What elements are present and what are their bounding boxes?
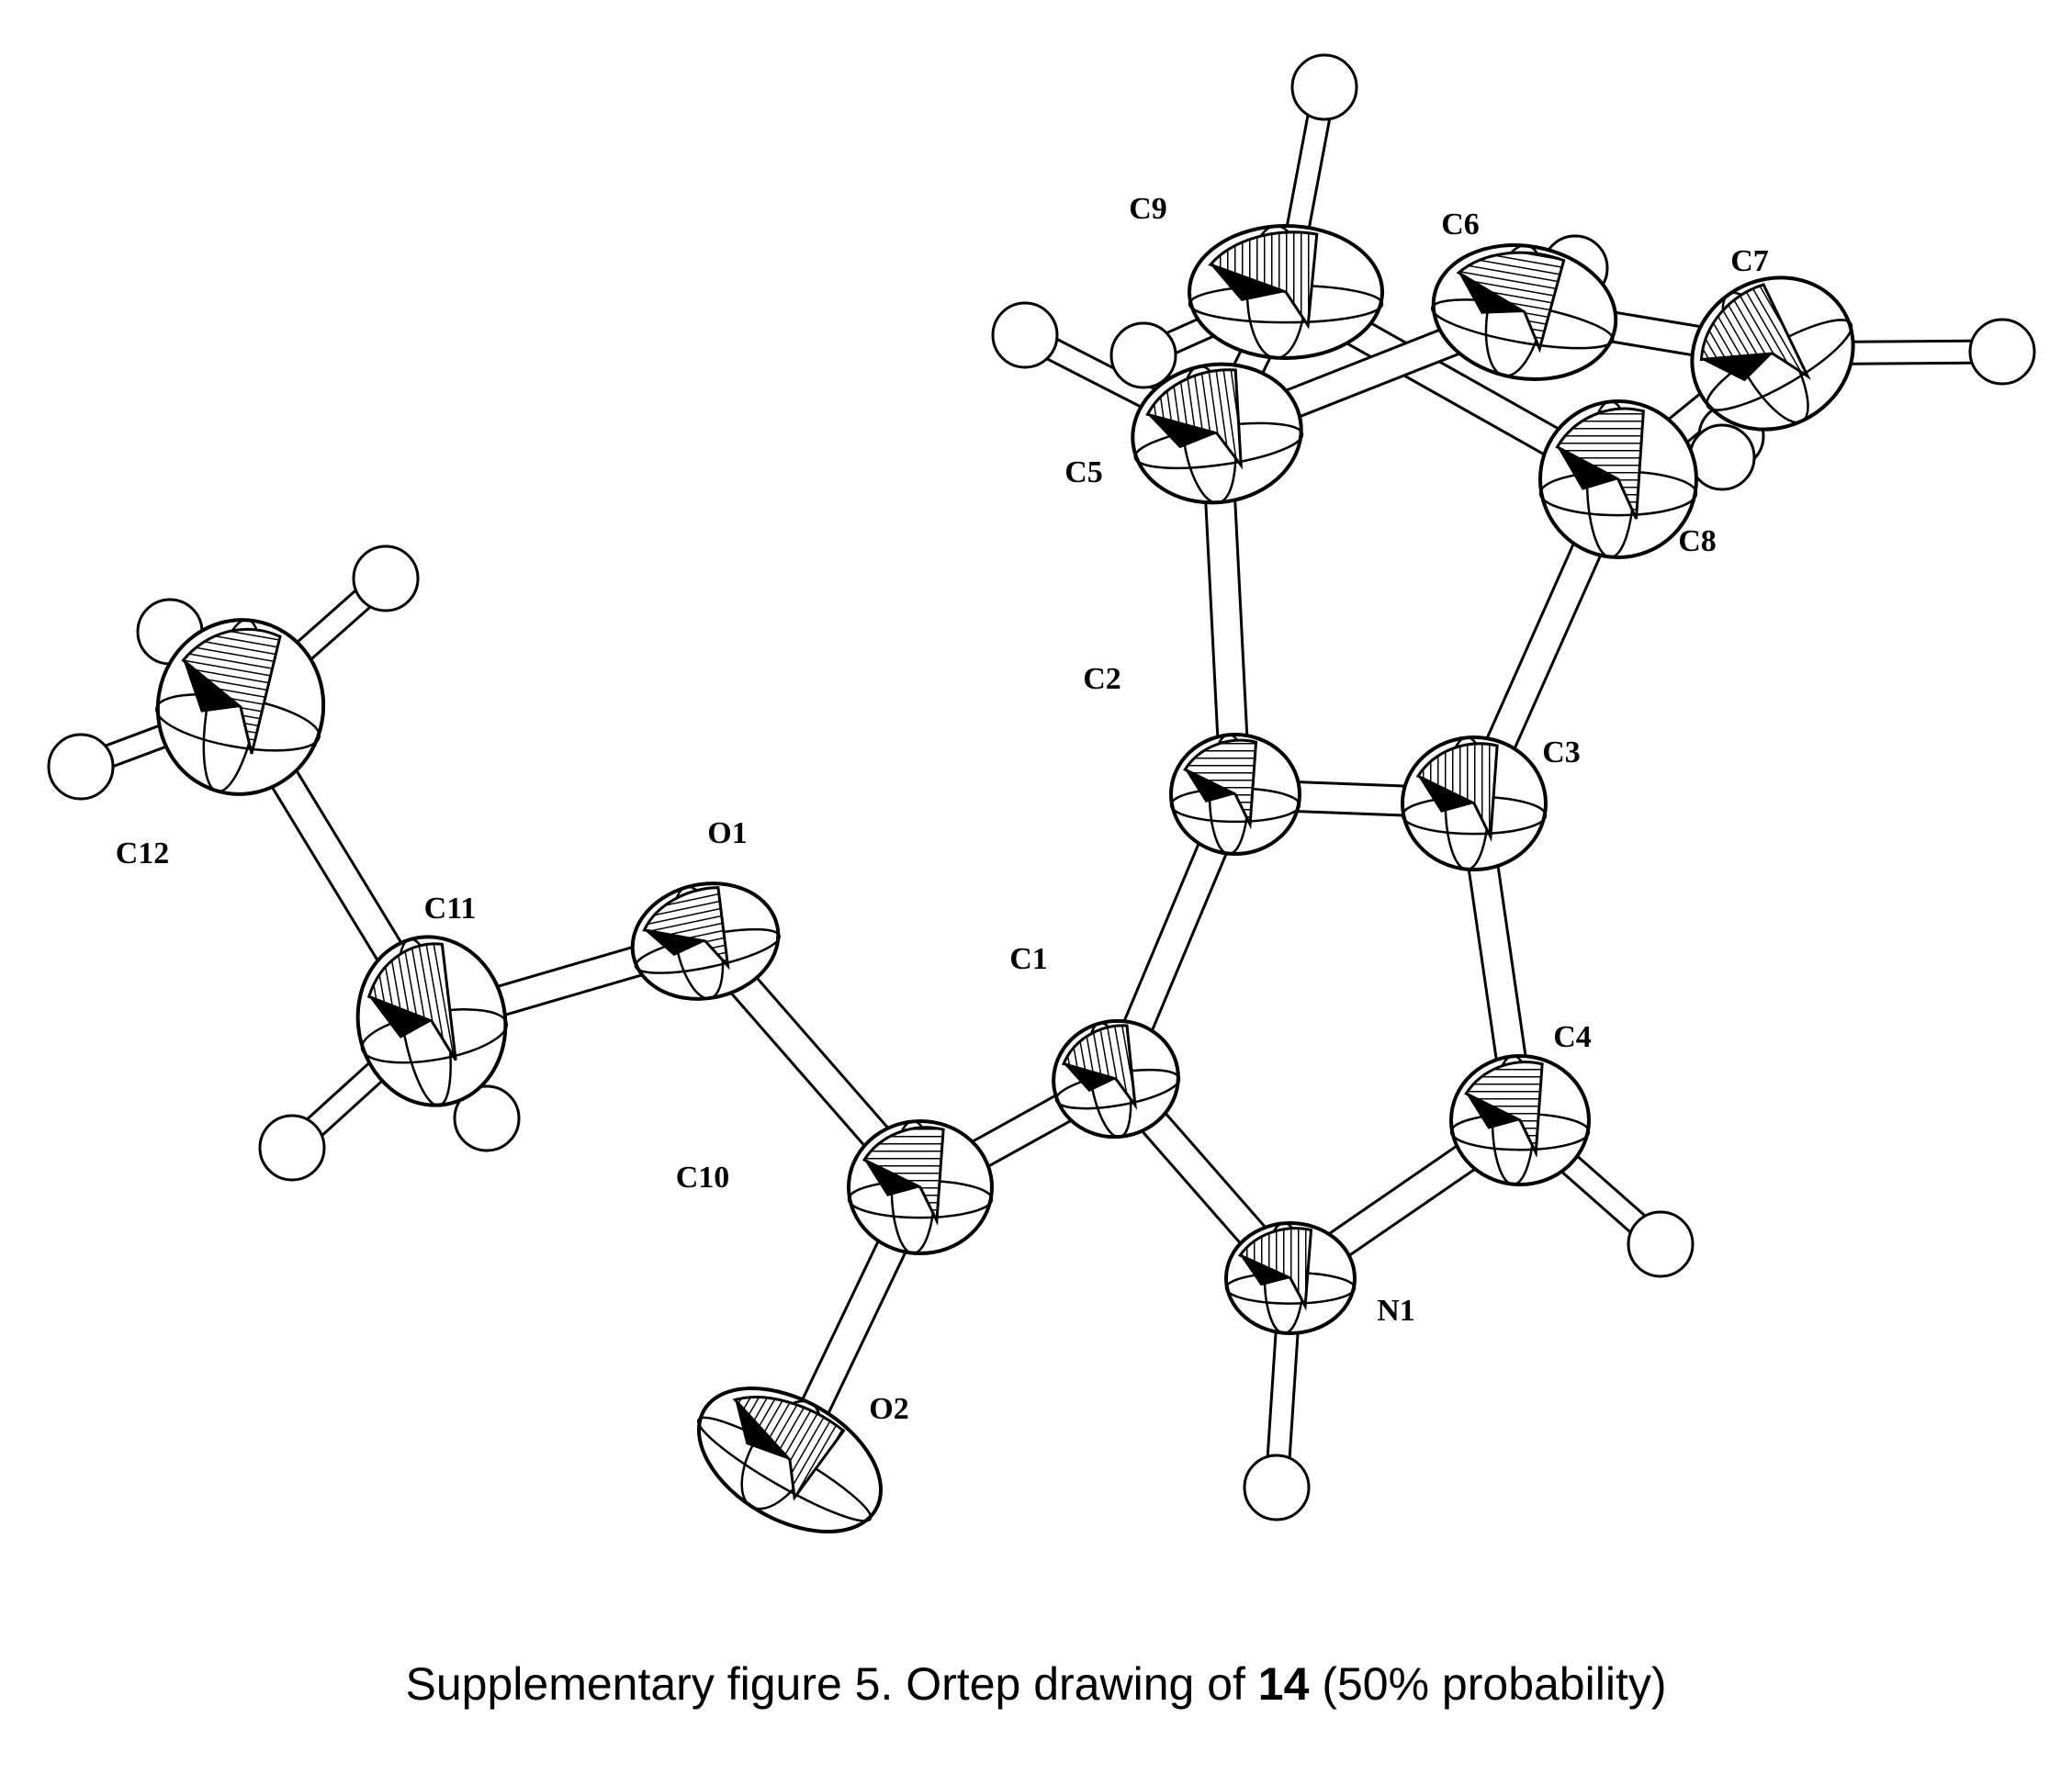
hydrogen-atom-h5: [991, 301, 1059, 369]
atom-c8: [1538, 399, 1698, 559]
atom-label-c9: C9: [1129, 192, 1167, 226]
atom-label-c11: C11: [424, 892, 477, 926]
atom-c6: [1430, 242, 1618, 382]
atom-c10: [847, 1119, 994, 1255]
atom-label-n1: N1: [1377, 1294, 1415, 1328]
atom-c7: [1690, 275, 1855, 432]
atom-c1: [1052, 1018, 1181, 1140]
atom-label-c6: C6: [1441, 208, 1480, 241]
caption-compound-number: 14: [1257, 1658, 1310, 1710]
hydrogen-atom-h12c: [47, 733, 115, 801]
atom-label-o2: O2: [869, 1392, 908, 1426]
atom-o1: [630, 881, 781, 1001]
atom-c2: [1169, 733, 1301, 856]
hydrogen-atom-h11a: [258, 1114, 326, 1182]
atom-label-c4: C4: [1553, 1020, 1592, 1054]
heavy-atoms-layer: [155, 224, 1855, 1534]
hydrogen-atom-h7a: [1968, 318, 2036, 386]
atom-n1: [1224, 1221, 1357, 1335]
atom-label-c2: C2: [1083, 662, 1121, 696]
atom-c11: [355, 935, 509, 1107]
hydrogen-atom-h4: [1627, 1210, 1695, 1278]
atom-label-c3: C3: [1542, 735, 1581, 769]
figure-caption: Supplementary figure 5. Ortep drawing of…: [0, 1657, 2072, 1711]
atom-c5: [1131, 362, 1304, 505]
atom-c12: [155, 618, 326, 796]
atom-label-c7: C7: [1730, 244, 1769, 278]
hydrogen-atom-h12a: [352, 545, 420, 612]
atom-c4: [1449, 1054, 1591, 1186]
hydrogen-atom-hn1: [1243, 1454, 1311, 1521]
atom-label-c12: C12: [116, 836, 170, 870]
atom-c9: [1188, 224, 1384, 360]
hydrogen-bonds-layer: [74, 84, 2004, 1490]
hydrogen-atom-h9a: [1290, 53, 1358, 121]
hydrogen-atom-h9b: [1109, 321, 1177, 389]
caption-suffix: (50% probability): [1309, 1658, 1667, 1710]
atom-label-c1: C1: [1009, 942, 1048, 976]
hydrogen-atom-h11b: [453, 1084, 521, 1152]
atom-label-c10: C10: [676, 1161, 730, 1195]
atom-c3: [1401, 735, 1548, 871]
caption-prefix: Supplementary figure 5. Ortep drawing of: [405, 1658, 1258, 1710]
atom-o2: [696, 1386, 884, 1534]
hydrogen-atom-h8: [1688, 423, 1756, 491]
atom-label-o1: O1: [707, 816, 747, 850]
atom-label-c5: C5: [1064, 455, 1103, 489]
atom-label-c8: C8: [1678, 524, 1717, 558]
